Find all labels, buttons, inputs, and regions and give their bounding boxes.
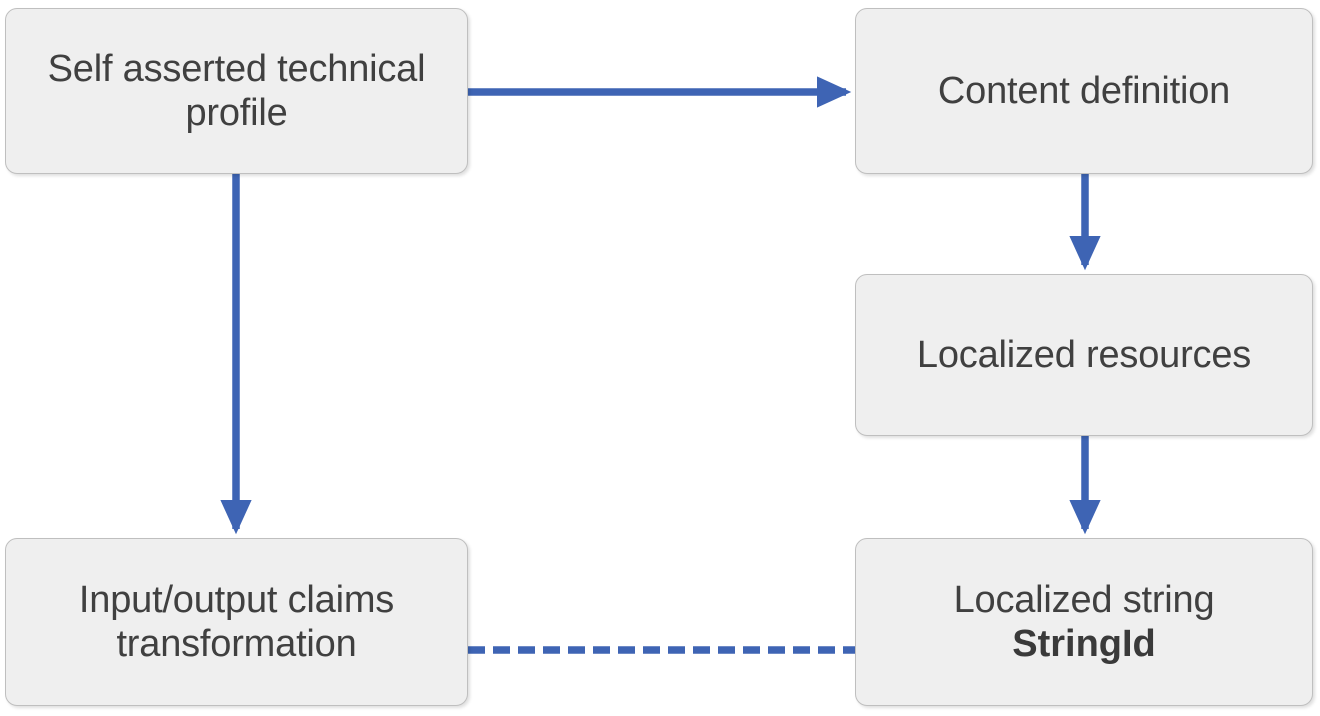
node-content-definition[interactable]: Content definition [855,8,1313,174]
node-label: Content definition [937,69,1231,112]
node-label: Localized string [953,578,1215,621]
node-label: Localized resources [916,333,1252,376]
node-emphasis-label: StringId [1012,623,1156,665]
node-localized-string[interactable]: Localized string StringId [855,538,1313,706]
node-localized-resources[interactable]: Localized resources [855,274,1313,436]
node-self-asserted-technical-profile[interactable]: Self asserted technical profile [5,8,468,174]
node-label: Input/output claims transformation [78,578,395,665]
node-input-output-claims-transformation[interactable]: Input/output claims transformation [5,538,468,706]
node-label: Self asserted technical profile [47,47,426,134]
